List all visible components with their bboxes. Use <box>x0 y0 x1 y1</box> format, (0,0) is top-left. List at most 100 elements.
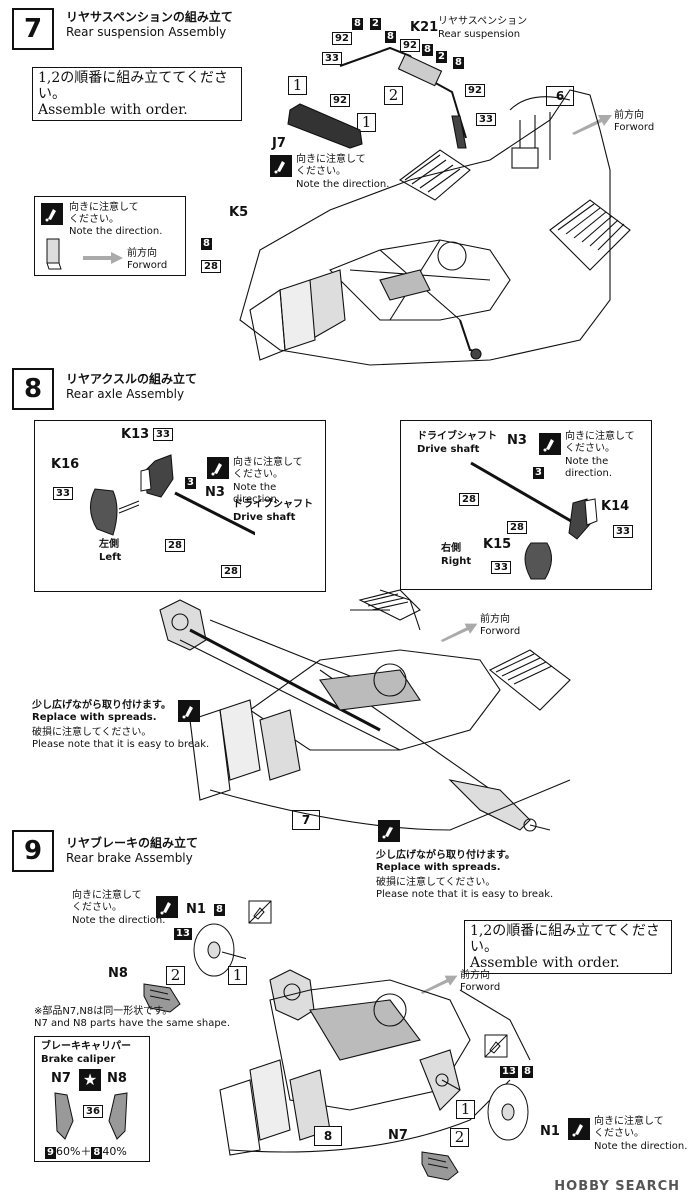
paint-code: 13 <box>174 928 192 940</box>
step-7-illustration <box>239 46 631 366</box>
ref-step-7-label: 7 <box>301 813 311 827</box>
n1-dir-note-ja: 向きに注意して ください。 <box>594 1116 664 1139</box>
caution-icon <box>270 155 292 177</box>
spread-ja: 少し広げながら取り付けます。 <box>376 850 515 861</box>
order-mark-1: 1 <box>456 1100 475 1119</box>
break-en: Please note that it is easy to break. <box>376 889 554 900</box>
order-note-ja: 1,2の順番に組み立ててください。 <box>38 70 228 102</box>
caution-icon <box>178 700 200 722</box>
no-glue-icon <box>484 1034 508 1058</box>
shape-note-ja: ※部品N7,N8は同一形状です。 <box>34 1006 173 1017</box>
side-label-ja: 左側 <box>99 539 119 550</box>
part-k21-label: K21 <box>410 20 439 35</box>
j7-dir-note-ja: 向きに注意して ください。 <box>296 154 366 177</box>
step-9-title-ja: リヤブレーキの組み立て <box>66 836 199 850</box>
paint-code: 8 <box>422 44 433 56</box>
step-9-number: 9 <box>12 830 54 872</box>
dir-note-en: Note the direction. <box>69 226 163 237</box>
left-axle-parts <box>90 454 255 536</box>
part-n7-label: N7 <box>388 1128 408 1143</box>
forward-label-ja: 前方向 <box>480 614 510 625</box>
part-n3-label: N3 <box>507 433 527 448</box>
forward-label-en: Forword <box>127 260 168 271</box>
step-7-order-note: 1,2の順番に組み立ててください。 Assemble with order. <box>32 67 242 121</box>
part-k14-label: K14 <box>601 499 630 514</box>
paint-code: 36 <box>83 1105 103 1118</box>
caution-icon <box>378 820 400 842</box>
watermark: HOBBY SEARCH <box>554 1179 680 1194</box>
right-axle-parts <box>470 461 598 580</box>
caliper-pair <box>54 1092 128 1140</box>
n1-dir-note-en: Note the direction. <box>594 1141 688 1152</box>
paint-code: 3 <box>533 467 544 479</box>
step-8-number: 8 <box>12 368 54 410</box>
forward-arrow-icon <box>420 975 458 994</box>
caliper-n8 <box>143 983 181 1013</box>
part-j7-label: J7 <box>272 136 286 151</box>
break-ja: 破損に注意してください。 <box>32 727 152 738</box>
step-8-left-detail: K13 33 K16 33 向きに注意して ください。 Note the dir… <box>34 420 326 592</box>
step-9-order-note: 1,2の順番に組み立ててください。 Assemble with order. <box>464 920 672 974</box>
forward-label-en: Forword <box>480 626 521 637</box>
paint-code: 33 <box>53 487 73 500</box>
paint-code: 92 <box>465 84 485 97</box>
forward-label-ja: 前方向 <box>460 970 490 981</box>
spread-ja: 少し広げながら取り付けます。 <box>32 700 171 711</box>
break-en: Please note that it is easy to break. <box>32 739 210 750</box>
paint-code: 8 <box>522 1066 533 1078</box>
paint-code: 92 <box>400 39 420 52</box>
part-n8-label: N8 <box>107 1071 127 1086</box>
paint-code: 33 <box>491 561 511 574</box>
caution-icon <box>41 203 63 225</box>
part-k15-label: K15 <box>483 537 512 552</box>
part-k13-label: K13 <box>121 427 150 442</box>
break-ja: 破損に注意してください。 <box>376 877 496 888</box>
part-k21-name-ja: リヤサスペンション <box>438 16 528 27</box>
order-note-ja: 1,2の順番に組み立ててください。 <box>470 923 660 955</box>
part-k5-sketch <box>46 238 62 270</box>
paint-code: 28 <box>459 493 479 506</box>
step-8-title-ja: リヤアクスルの組み立て <box>66 372 198 386</box>
order-mark-1: 1 <box>228 966 247 985</box>
driveshaft-label-ja: ドライブシャフト <box>417 431 497 442</box>
spread-note-left: 少し広げながら取り付けます。 Replace with spreads. 破損に… <box>32 700 209 751</box>
mix-a-pct: 60%＋ <box>55 1145 92 1158</box>
forward-label-ja: 前方向 <box>127 248 157 259</box>
part-k5-label: K5 <box>229 205 249 220</box>
part-k16-label: K16 <box>51 457 80 472</box>
caution-icon <box>156 896 178 918</box>
driveshaft-label-en: Drive shaft <box>233 512 296 523</box>
side-label-ja: 右側 <box>441 543 461 554</box>
ref-step-8: 8 <box>314 1126 342 1146</box>
paint-code: 8 <box>201 238 212 250</box>
paint-code: 33 <box>153 428 173 441</box>
caution-icon <box>568 1118 590 1140</box>
step-8-illustration <box>159 589 571 832</box>
paint-code: 3 <box>185 477 196 489</box>
step-7-direction-box: 向きに注意して ください。 Note the direction. 前方向 Fo… <box>34 196 186 276</box>
caution-icon <box>207 457 229 479</box>
paint-code: 92 <box>332 32 352 45</box>
step-8-title: リヤアクスルの組み立て Rear axle Assembly <box>66 372 197 402</box>
side-label-en: Right <box>441 556 472 567</box>
paint-code: 28 <box>221 565 241 578</box>
forward-label-en: Forword <box>460 982 501 993</box>
caution-icon <box>539 433 561 455</box>
paint-code: 8 <box>214 904 225 916</box>
forward-arrow-icon <box>83 252 123 264</box>
part-k21-name-en: Rear suspension <box>438 29 521 40</box>
caliper-n7 <box>421 1151 459 1181</box>
driveshaft-label-en: Drive shaft <box>417 444 480 455</box>
forward-label-ja: 前方向 <box>614 110 644 121</box>
forward-label-en: Forword <box>614 122 655 133</box>
spread-en: Replace with spreads. <box>32 712 157 723</box>
n1-dir-note-en: Note the direction. <box>72 915 166 926</box>
ref-step-6-label: 6 <box>555 89 565 103</box>
paint-code: 9 <box>45 1147 56 1159</box>
order-note-en: Assemble with order. <box>38 102 188 118</box>
step-7-title-en: Rear suspension Assembly <box>66 25 227 39</box>
paint-code: 8 <box>385 31 396 43</box>
part-n8-label: N8 <box>108 966 128 981</box>
step-9-title: リヤブレーキの組み立て Rear brake Assembly <box>66 836 198 866</box>
